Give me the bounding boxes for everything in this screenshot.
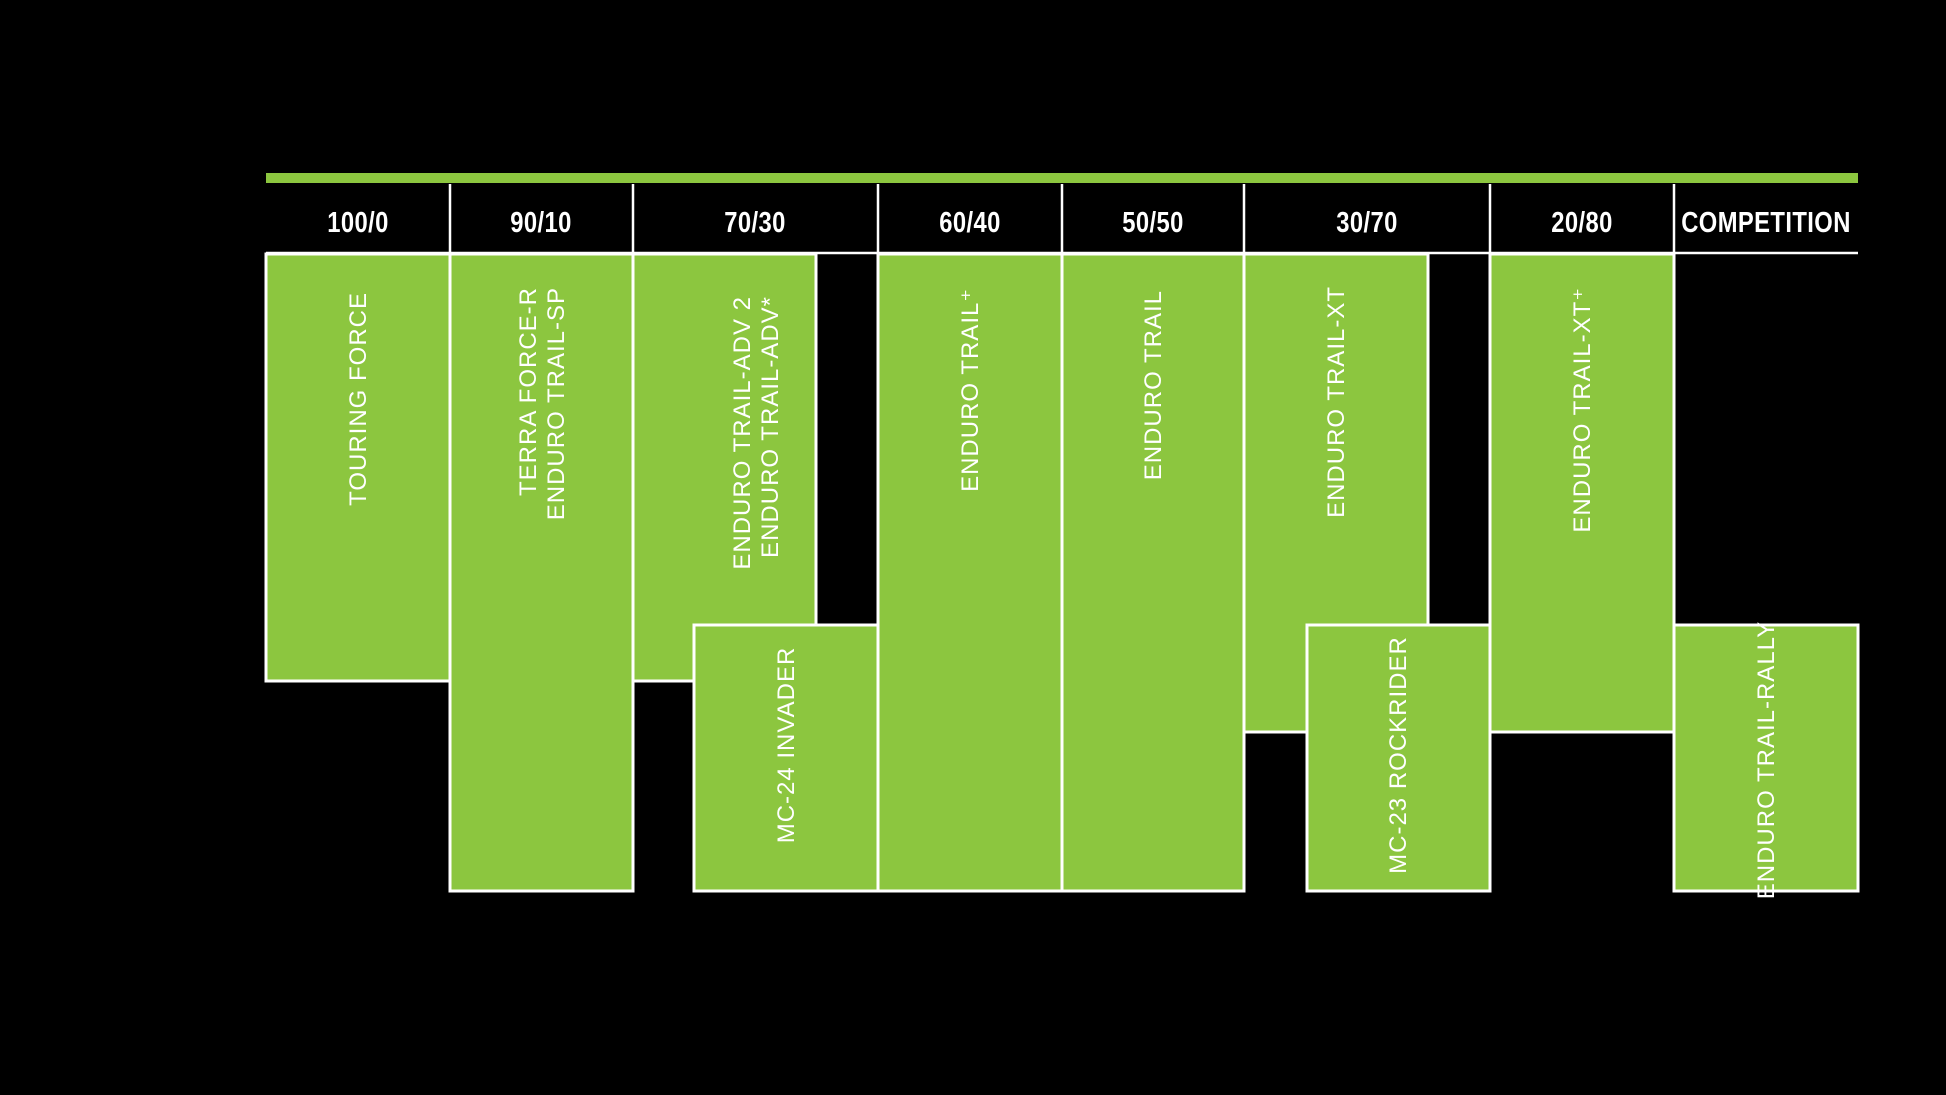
label-enduro-trail-sp: ENDURO TRAIL-SP (543, 287, 570, 520)
label-enduro-trail-adv-2: ENDURO TRAIL-ADV 2 (729, 296, 756, 570)
header-20-80: 20/80 (1551, 206, 1613, 239)
label-enduro-trail: ENDURO TRAIL (1140, 290, 1167, 480)
product-blocks (264, 252, 1860, 893)
header-90-10: 90/10 (510, 206, 572, 239)
header-competition: COMPETITION (1681, 206, 1851, 239)
header-60-40: 60/40 (939, 206, 1001, 239)
label-mc-23-rockrider: MC-23 ROCKRIDER (1385, 636, 1412, 874)
product-labels: TOURING FORCE TERRA FORCE-R ENDURO TRAIL… (345, 286, 1780, 899)
header-100-0: 100/0 (327, 206, 389, 239)
block-enduro-trail (1060, 252, 1246, 893)
label-enduro-trail-xt: ENDURO TRAIL-XT (1323, 286, 1350, 518)
header-50-50: 50/50 (1122, 206, 1184, 239)
label-enduro-trail-adv: ENDURO TRAIL-ADV* (757, 296, 784, 558)
header-70-30: 70/30 (724, 206, 786, 239)
header-row: 100/0 90/10 70/30 60/40 50/50 30/70 20/8… (327, 206, 1851, 239)
label-enduro-trail-rally: ENDURO TRAIL-RALLY (1753, 621, 1780, 900)
label-terra-force-r: TERRA FORCE-R (515, 287, 542, 496)
label-enduro-trail-plus: ENDURO TRAIL⁺ (957, 288, 984, 492)
top-accent-bar (266, 173, 1858, 183)
label-touring-force: TOURING FORCE (345, 292, 372, 506)
block-terra-force-r (448, 252, 635, 893)
label-mc-24-invader: MC-24 INVADER (773, 647, 800, 844)
block-enduro-trail-rally (1672, 623, 1860, 893)
block-enduro-trail-adv (631, 252, 818, 683)
label-enduro-trail-xt-plus: ENDURO TRAIL-XT⁺ (1569, 287, 1596, 533)
header-separators (448, 184, 1676, 253)
header-30-70: 30/70 (1336, 206, 1398, 239)
block-mc-23-rockrider (1305, 623, 1492, 893)
